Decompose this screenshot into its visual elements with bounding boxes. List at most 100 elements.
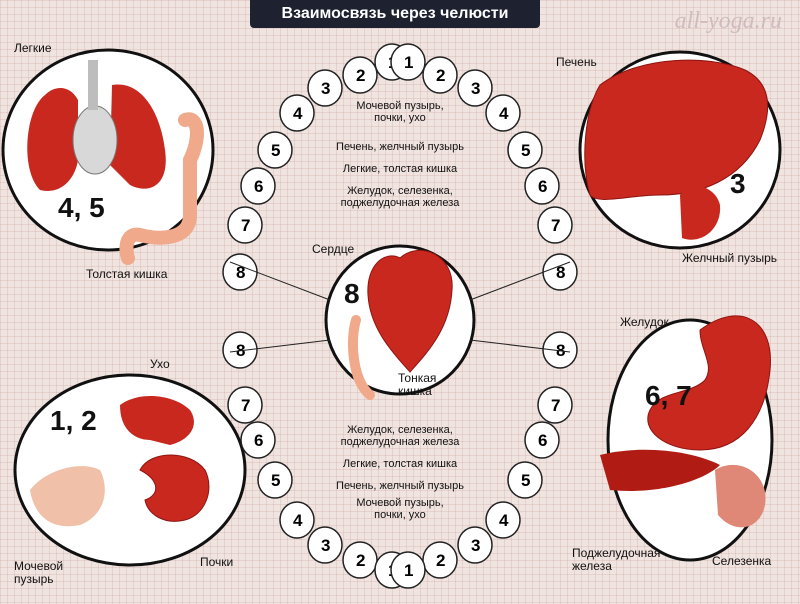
svg-text:5: 5: [521, 471, 530, 490]
label-heart: Сердце: [312, 242, 355, 256]
small-intestine-illustration: [347, 315, 375, 400]
tooth-7: 7: [227, 386, 263, 424]
tooth-7: 7: [537, 206, 573, 244]
tooth-4: 4: [279, 94, 315, 132]
lower-desc-1: Желудок, селезенка, поджелудочная железа: [340, 424, 460, 448]
tooth-4: 4: [485, 94, 521, 132]
label-ear: Ухо: [150, 357, 170, 371]
tooth-7: 7: [227, 206, 263, 244]
tooth-2: 2: [342, 541, 378, 579]
svg-text:7: 7: [551, 396, 560, 415]
group-number-heart: 8: [344, 278, 360, 309]
tooth-8: 8: [542, 331, 578, 369]
tooth-5: 5: [257, 461, 293, 499]
svg-text:2: 2: [356, 66, 365, 85]
svg-text:5: 5: [271, 141, 280, 160]
tooth-5: 5: [507, 131, 543, 169]
gallbladder-illustration: [680, 186, 721, 240]
svg-text:4: 4: [499, 104, 509, 123]
svg-text:2: 2: [436, 66, 445, 85]
lower-desc-4: Мочевой пузырь, почки, ухо: [356, 497, 444, 521]
tooth-1: 1: [390, 551, 426, 589]
tooth-5: 5: [507, 461, 543, 499]
svg-text:4: 4: [293, 104, 303, 123]
label-bladder: Мочевой пузырь: [14, 559, 64, 586]
tooth-6: 6: [240, 167, 276, 205]
tooth-6: 6: [524, 167, 560, 205]
tooth-3: 3: [457, 526, 493, 564]
svg-text:4: 4: [293, 511, 303, 530]
svg-text:3: 3: [471, 536, 480, 555]
tooth-2: 2: [422, 56, 458, 94]
label-lungs: Легкие: [14, 41, 52, 55]
tooth-6: 6: [240, 421, 276, 459]
svg-text:5: 5: [271, 471, 280, 490]
lungs-illustration: [27, 60, 166, 191]
colon-illustration: [119, 112, 204, 265]
svg-text:8: 8: [556, 263, 565, 282]
lower-desc-3: Печень, желчный пузырь: [336, 480, 464, 492]
svg-text:1: 1: [404, 53, 413, 72]
label-stomach: Желудок: [620, 315, 669, 329]
upper-desc-4: Желудок, селезенка, поджелудочная железа: [340, 185, 460, 209]
tooth-2: 2: [422, 541, 458, 579]
label-spleen: Селезенка: [712, 554, 772, 568]
tooth-6: 6: [524, 421, 560, 459]
svg-text:3: 3: [471, 79, 480, 98]
group-number-ear: 1, 2: [50, 405, 97, 436]
svg-text:7: 7: [241, 396, 250, 415]
svg-text:2: 2: [356, 551, 365, 570]
tooth-4: 4: [485, 501, 521, 539]
teeth-arch: 11223344556677888877665544332211: [222, 43, 578, 589]
heart-illustration: [367, 249, 453, 373]
svg-text:7: 7: [241, 216, 250, 235]
svg-text:5: 5: [521, 141, 530, 160]
upper-desc-3: Легкие, толстая кишка: [342, 163, 458, 175]
tooth-1: 1: [390, 43, 426, 81]
watermark: all-yoga.ru: [674, 8, 782, 34]
svg-text:1: 1: [404, 561, 413, 580]
svg-text:6: 6: [254, 177, 263, 196]
label-kidneys: Почки: [200, 555, 234, 569]
connector-lines: [229, 261, 571, 353]
upper-desc-2: Печень, желчный пузырь: [336, 141, 464, 153]
upper-desc-1: Мочевой пузырь, почки, ухо: [356, 100, 444, 124]
liver-illustration: [584, 59, 769, 200]
tooth-5: 5: [257, 131, 293, 169]
tooth-7: 7: [537, 386, 573, 424]
svg-text:6: 6: [254, 431, 263, 450]
tooth-3: 3: [457, 69, 493, 107]
svg-text:3: 3: [321, 79, 330, 98]
bladder-illustration: [30, 466, 105, 527]
pancreas-illustration: [600, 449, 720, 491]
svg-text:7: 7: [551, 216, 560, 235]
svg-text:2: 2: [436, 551, 445, 570]
ear-illustration: [120, 395, 194, 445]
stomach-illustration: [647, 315, 771, 451]
svg-text:4: 4: [499, 511, 509, 530]
label-liver: Печень: [556, 55, 597, 69]
svg-text:3: 3: [321, 536, 330, 555]
tooth-8: 8: [222, 253, 258, 291]
tooth-8: 8: [542, 253, 578, 291]
group-number-liver: 3: [730, 168, 746, 199]
svg-text:6: 6: [538, 177, 547, 196]
kidney-illustration: [139, 454, 210, 522]
spleen-illustration: [715, 464, 766, 528]
svg-text:8: 8: [236, 263, 245, 282]
label-pancreas: Поджелудочная железа: [572, 546, 661, 573]
tooth-2: 2: [342, 56, 378, 94]
label-small-intestine: Тонкая кишка: [398, 371, 437, 398]
group-number-lungs: 4, 5: [58, 192, 105, 223]
tooth-3: 3: [307, 526, 343, 564]
tooth-8: 8: [222, 331, 258, 369]
label-gallbladder: Желчный пузырь: [682, 251, 778, 265]
svg-text:6: 6: [538, 431, 547, 450]
page-title: Взаимосвязь через челюсти: [250, 0, 540, 28]
group-number-stomach: 6, 7: [645, 380, 692, 411]
tooth-4: 4: [279, 501, 315, 539]
tooth-3: 3: [307, 69, 343, 107]
label-colon: Толстая кишка: [86, 267, 168, 281]
lower-desc-2: Легкие, толстая кишка: [342, 458, 458, 470]
